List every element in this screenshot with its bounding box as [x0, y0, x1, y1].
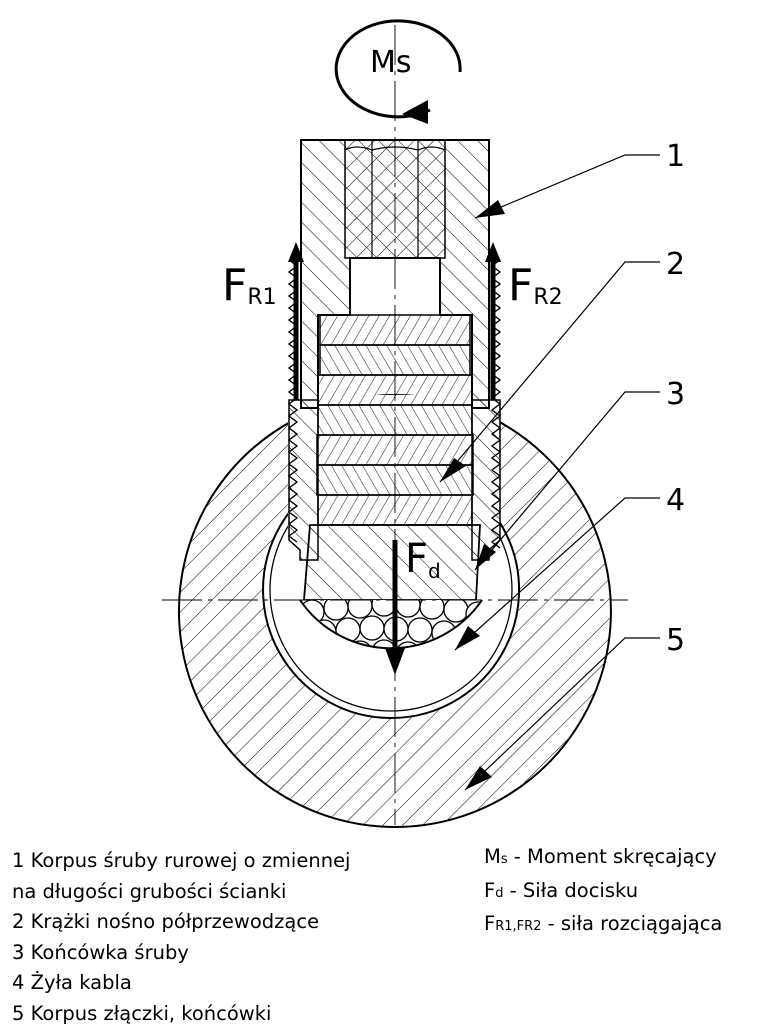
force-r1-label: FR1 [222, 260, 277, 311]
leader-3 [474, 391, 660, 571]
press-force-label: Fd [405, 536, 441, 583]
torque-label: Ms [370, 45, 412, 80]
legend-part-line: 3 Końcówka śruby [12, 940, 189, 964]
legend-symbol-torque: Ms - Moment skręcający [484, 845, 717, 868]
legend-symbol-press-force: Fd - Siła docisku [484, 878, 639, 902]
callout-3: 3 [666, 377, 685, 412]
leader-4 [454, 497, 660, 651]
callout-5: 5 [666, 623, 685, 658]
callout-2: 2 [666, 247, 685, 282]
parts-legend: 1 Korpus śruby rurowej o zmiennej na dłu… [12, 846, 350, 1029]
legend-part-line: 4 Żyła kabla [12, 971, 132, 994]
legend-part-line: 1 Korpus śruby rurowej o zmiennej [12, 849, 351, 872]
leader-2 [439, 261, 660, 483]
cable-connector-cross-section: Ms FR1 FR2 Fd 1 2 3 4 5 [162, 19, 685, 828]
legend-part-line: 5 Korpus złączki, końcówki [12, 1001, 272, 1025]
torque-arrow [334, 19, 462, 119]
legend-part-line: 2 Krążki nośno półprzewodzące [12, 910, 320, 933]
callout-1: 1 [666, 139, 685, 174]
symbols-legend: Ms - Moment skręcający Fd - Siła docisku… [484, 842, 722, 943]
leader-1 [474, 154, 660, 219]
force-r2-label: FR2 [508, 260, 563, 311]
legend-part-line: na długości grubości ścianki [12, 879, 287, 903]
callout-4: 4 [666, 483, 685, 518]
leader-5 [464, 637, 660, 791]
legend-symbol-tensile-force: FR1,FR2 - siła rozciągająca [484, 912, 723, 935]
screw-tip [303, 524, 481, 601]
